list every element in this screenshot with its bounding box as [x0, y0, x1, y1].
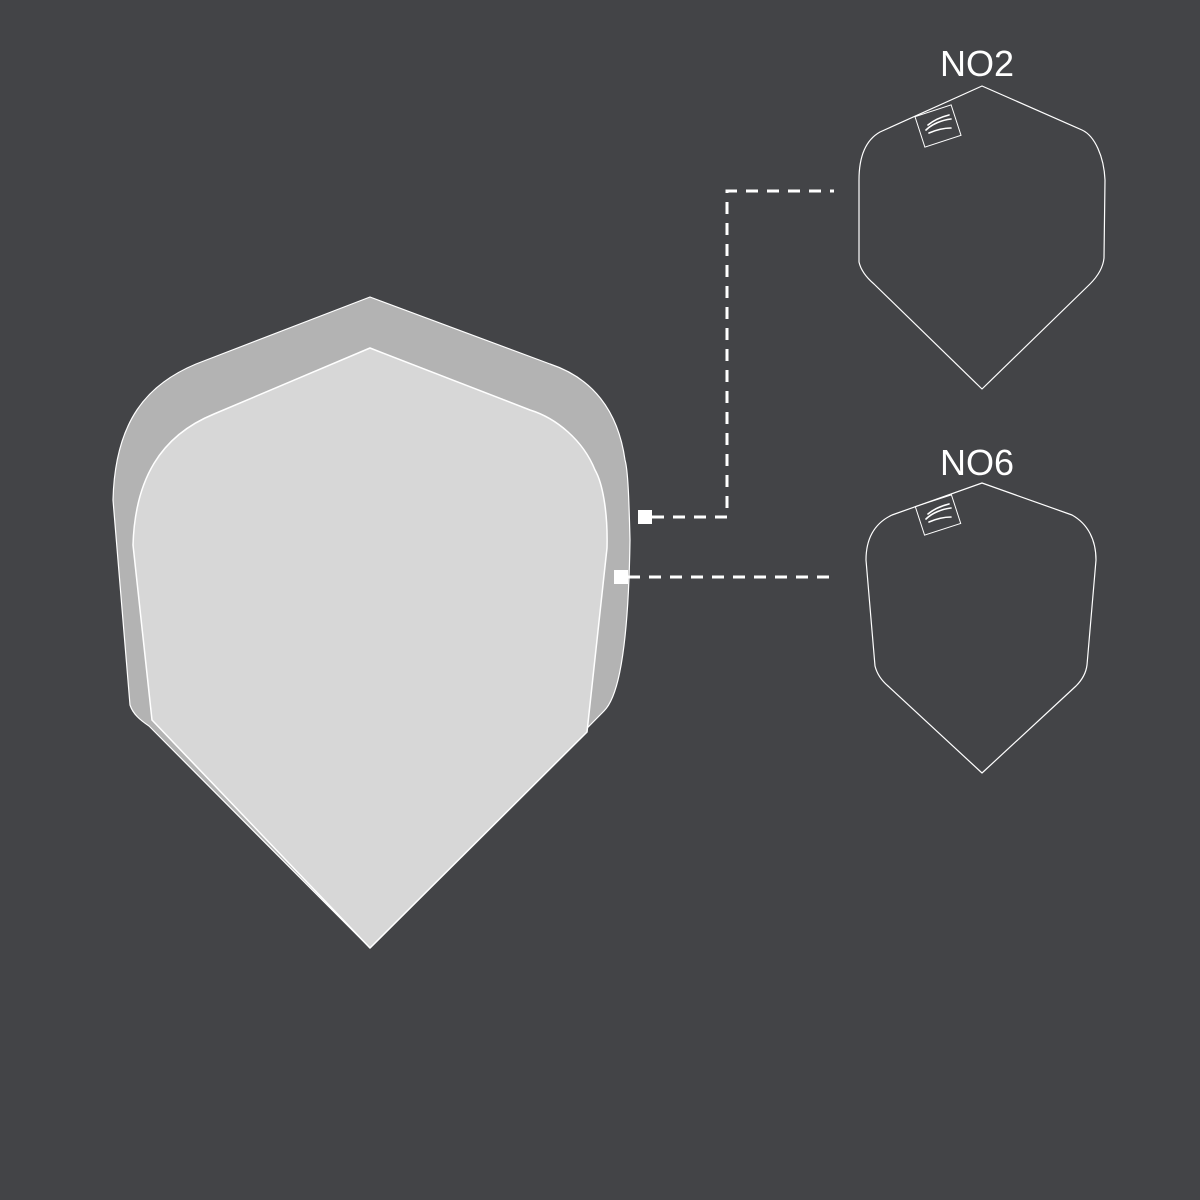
large-flight-inner-shape	[132, 347, 608, 949]
dart-logo-icon	[914, 104, 962, 148]
label-no2: NO2	[940, 43, 1014, 84]
no2-flight-outline	[858, 85, 1106, 390]
leader-line-no2	[652, 189, 834, 519]
leader-marker-no2	[638, 510, 652, 524]
dart-logo-icon	[914, 494, 962, 536]
no6-flight-outline	[865, 482, 1097, 774]
leader-marker-no6	[614, 570, 628, 584]
label-no6: NO6	[940, 442, 1014, 483]
